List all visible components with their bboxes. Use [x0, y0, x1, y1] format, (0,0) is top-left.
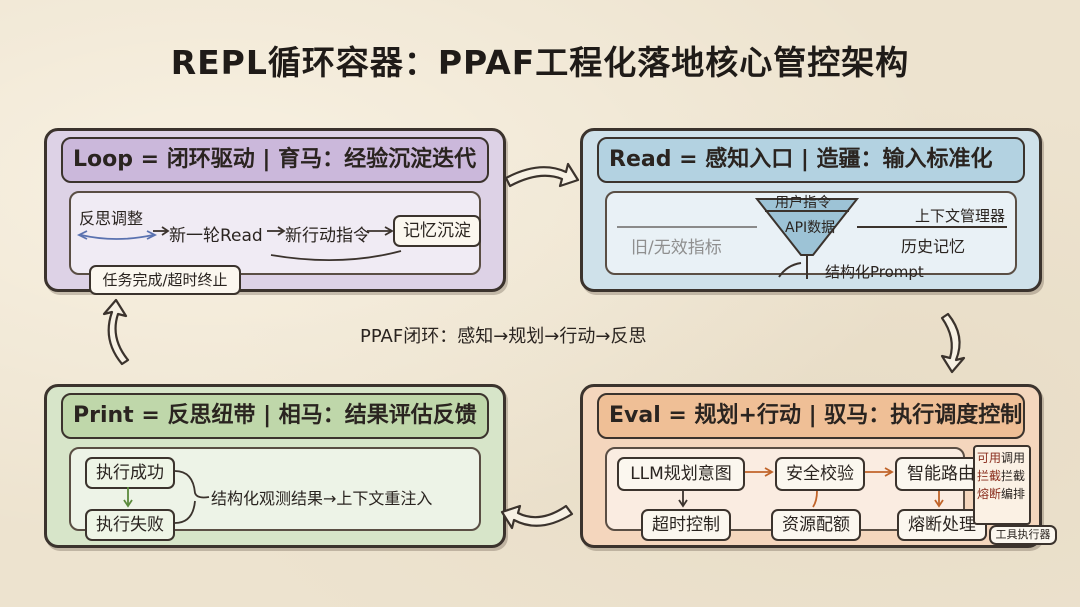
loop-reflect-label: 反思调整 — [79, 209, 144, 228]
eval-quota-box: 资源配额 — [771, 509, 861, 541]
eval-tool-executor-box: 可用 拦截 熔断 调用 拦截 编排 — [973, 445, 1031, 525]
loop-panel-body: 反思调整 新一轮Read 新行动指令 记忆沉淀 任务完成/超时终止 — [69, 191, 481, 295]
eval-panel-body: LLM规划意图 安全校验 智能路由 超时控制 资源配额 熔断处理 — [605, 447, 987, 541]
read-faded-label: 旧/无效指标 — [631, 238, 722, 258]
print-panel: Print = 反思纽带 | 相马：结果评估反馈 执行成功 执行失败 结构化观测… — [44, 384, 506, 548]
eval-tool-item-0: 调用 — [1001, 451, 1026, 465]
eval-panel-header: Eval = 规划+行动 | 驭马：执行调度控制 — [597, 393, 1025, 439]
eval-timeout-box: 超时控制 — [641, 509, 731, 541]
read-panel-header: Read = 感知入口 | 造疆：输入标准化 — [597, 137, 1025, 183]
print-result-label: 结构化观测结果→上下文重注入 — [211, 489, 433, 508]
eval-safety-box: 安全校验 — [775, 457, 865, 491]
page-title: REPL循环容器：PPAF工程化落地核心管控架构 — [170, 43, 910, 82]
loop-panel-header: Loop = 闭环驱动 | 育马：经验沉淀迭代 — [61, 137, 489, 183]
loop-new-read-label: 新一轮Read — [169, 226, 263, 246]
read-panel-body: 用户指令 API数据 上下文管理器 历史记忆 结构化Prompt 旧/无效指标 — [605, 191, 1017, 281]
eval-tool-item-2: 编排 — [1001, 487, 1026, 501]
loop-terminate-box: 任务完成/超时终止 — [89, 265, 241, 295]
read-history-memory: 历史记忆 — [901, 237, 966, 256]
read-panel: Read = 感知入口 | 造疆：输入标准化 用户指令 API数据 上下文管理器… — [580, 128, 1042, 292]
eval-tool-side-2: 熔断 — [977, 487, 1002, 501]
ppaf-loop-label: PPAF闭环：感知→规划→行动→反思 — [360, 326, 647, 347]
loop-memory-box: 记忆沉淀 — [393, 215, 481, 247]
print-panel-header: Print = 反思纽带 | 相马：结果评估反馈 — [61, 393, 489, 439]
read-context-manager: 上下文管理器 — [915, 207, 1006, 225]
loop-panel: Loop = 闭环驱动 | 育马：经验沉淀迭代 反思调整 新一轮Read 新行动… — [44, 128, 506, 295]
read-api-data: API数据 — [785, 220, 836, 236]
read-user-command: 用户指令 — [775, 195, 831, 211]
loop-new-action-label: 新行动指令 — [285, 226, 370, 246]
print-success-box: 执行成功 — [85, 457, 175, 489]
read-structured-prompt: 结构化Prompt — [825, 263, 924, 281]
eval-tool-side-0: 可用 — [977, 451, 1002, 465]
eval-tool-item-1: 拦截 — [1001, 469, 1026, 483]
eval-circuit-box: 熔断处理 — [897, 509, 987, 541]
eval-llm-intent-box: LLM规划意图 — [617, 457, 745, 491]
print-panel-body: 执行成功 执行失败 结构化观测结果→上下文重注入 — [69, 447, 481, 541]
eval-tool-executor-label: 工具执行器 — [989, 525, 1057, 545]
eval-panel: Eval = 规划+行动 | 驭马：执行调度控制 LLM规划意图 安全校验 智能… — [580, 384, 1057, 548]
print-failure-box: 执行失败 — [85, 509, 175, 541]
eval-tool-side-1: 拦截 — [977, 469, 1002, 483]
